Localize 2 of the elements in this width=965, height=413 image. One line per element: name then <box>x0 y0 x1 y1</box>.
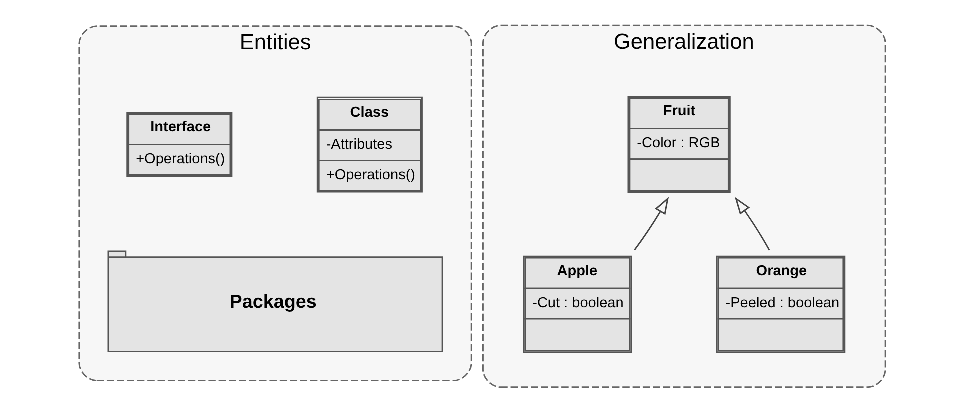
arrow <box>734 197 770 251</box>
arrow <box>634 196 670 251</box>
